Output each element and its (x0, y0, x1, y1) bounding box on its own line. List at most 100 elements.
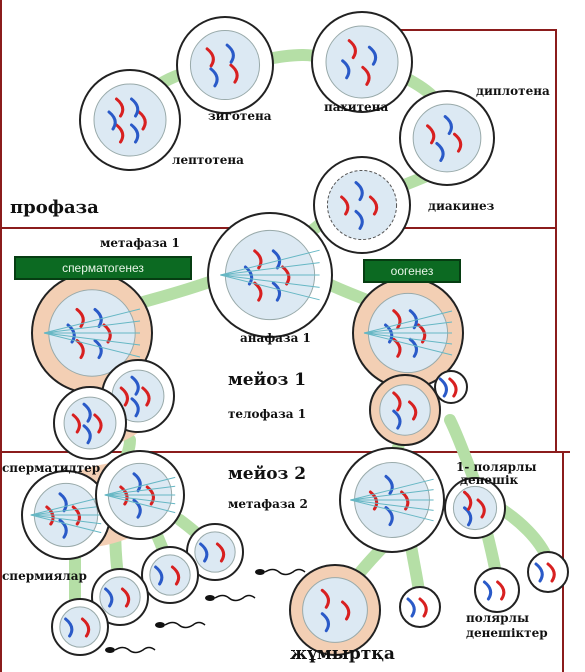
spermatid-1-chromosome-0 (215, 542, 226, 563)
zygotene-cell-chromosome-2 (205, 47, 215, 68)
telophase-1-sperm-b-chromosome-3 (82, 402, 92, 423)
egg-cell-nucleus (302, 577, 368, 643)
anaphase-1-sperm-cell-spindle-3 (43, 332, 141, 346)
first-polar-body-chromosome-2 (463, 490, 473, 511)
pachytene-cell-nucleus (325, 25, 399, 99)
metaphase-2-sperm-a-spindle-4 (30, 514, 102, 534)
label-egg: жұмыртқа (290, 644, 395, 664)
first-polar-body-chromosome-0 (476, 498, 486, 519)
label-leptotene: лептотена (172, 153, 244, 167)
polar-body-3-chromosome-0 (496, 580, 506, 601)
metaphase-2-sperm-a-spindle-3 (30, 514, 102, 525)
polar-body-2-membrane (399, 586, 441, 628)
telophase-1-sperm-b-chromosome-2 (71, 413, 81, 434)
label-polar-bodies-line2: денешіктер (466, 626, 548, 640)
sperm-tail-3 (114, 646, 156, 654)
meiosis-1-title: мейоз 1 (228, 370, 307, 390)
metaphase-2-sperm-a-spindle-0 (30, 496, 102, 516)
telophase-1-polar-body-membrane (434, 370, 468, 404)
anaphase-1-egg-cell-spindle-0 (363, 310, 453, 334)
spermatid-3-nucleus (99, 576, 141, 618)
diplotene-cell-chromosome-2 (426, 124, 436, 145)
polar-body-2-chromosome-1 (406, 597, 416, 618)
spermatid-3-chromosome-0 (120, 587, 131, 608)
telophase-1-polar-body-chromosome-1 (438, 377, 448, 398)
sperm-head-3 (105, 647, 115, 653)
pachytene-cell-chromosome-1 (341, 59, 351, 80)
polar-body-2-chromosome-0 (418, 597, 428, 618)
zygotene-cell-chromosome-1 (209, 67, 219, 88)
metaphase-2-sperm-b-chromosome-3 (132, 472, 142, 493)
telophase-1-egg-chromosome-1 (392, 409, 402, 430)
telophase-1-egg-chromosome-2 (392, 391, 402, 412)
anaphase-1-egg-cell-chromosome-1 (408, 337, 418, 358)
polar-body-3-chromosome-1 (482, 580, 493, 601)
polar-body-4-membrane (527, 551, 569, 593)
leptotene-cell-chromosome-1 (130, 123, 140, 144)
sperm-head-1 (205, 595, 215, 601)
metaphase-1-cell-spindle-1 (220, 262, 320, 276)
metaphase-2-egg-spindle-4 (350, 499, 434, 522)
egg-cell-chromosome-0 (341, 600, 351, 621)
spermatid-3-chromosome-1 (104, 587, 114, 608)
diakinesis-cell-nucleus (326, 169, 398, 241)
egg-cell-chromosome-1 (320, 612, 330, 633)
pachytene-cell-chromosome-2 (347, 39, 357, 60)
label-pachytene: пахитена (324, 100, 389, 114)
metaphase-2-sperm-a-spindle-1 (30, 505, 102, 516)
prophase-title: профаза (10, 197, 99, 218)
zygotene-cell-chromosome-3 (225, 43, 235, 64)
metaphase-1-cell-spindle-3 (220, 274, 320, 288)
anaphase-1-sperm-cell-chromosome-4 (75, 307, 85, 328)
telophase-1-sperm-b-nucleus (63, 396, 117, 450)
telophase-1-sperm-a-chromosome-2 (119, 386, 129, 407)
diplotene-cell-chromosome-0 (452, 132, 463, 153)
metaphase-1-cell-spindle-0 (220, 249, 320, 276)
sperm-tail-2 (164, 621, 206, 629)
label-metaphase-2: метафаза 2 (228, 497, 308, 511)
anaphase-1-egg-cell-spindle-4 (363, 332, 453, 356)
spermatogenesis-box: сперматогенез (14, 256, 192, 280)
diakinesis-cell-chromosome-2 (340, 195, 350, 216)
sperm-tail-0 (264, 568, 306, 576)
spermatid-4-chromosome-1 (64, 617, 74, 638)
metaphase-1-cell-chromosome-5 (271, 249, 282, 270)
diakinesis-cell-chromosome-1 (354, 209, 364, 230)
spermatid-4-nucleus (59, 606, 101, 648)
metaphase-1-cell-chromosome-4 (253, 249, 263, 270)
metaphase-2-egg-spindle-3 (350, 499, 434, 511)
spermatid-2-chromosome-0 (170, 565, 181, 586)
spermatid-1-nucleus (194, 531, 236, 573)
polar-body-4-chromosome-0 (546, 562, 556, 583)
diplotene-cell-chromosome-3 (443, 115, 453, 136)
prophase-frame-left (0, 0, 2, 228)
label-telophase-1: телофаза 1 (228, 407, 307, 421)
sperm-head-0 (255, 569, 265, 575)
telophase-1-sperm-a-chromosome-0 (141, 386, 151, 407)
metaphase-2-egg-spindle-0 (350, 478, 434, 501)
polar-body-4-chromosome-1 (534, 562, 544, 583)
zygotene-cell-nucleus (189, 29, 261, 101)
leptotene-cell-nucleus (93, 83, 167, 157)
label-anaphase-1: анафаза 1 (240, 331, 311, 345)
spermatid-4-chromosome-0 (80, 617, 91, 638)
anaphase-1-sperm-cell-chromosome-5 (93, 307, 103, 328)
label-diplotene: диплотена (476, 84, 550, 98)
telophase-1-sperm-b-chromosome-0 (93, 413, 103, 434)
leptotene-cell-chromosome-2 (115, 123, 125, 144)
oogenesis-box: оогенез (363, 259, 461, 283)
label-diakinesis: диакинез (428, 199, 495, 213)
zygotene-cell-chromosome-0 (229, 63, 239, 84)
anaphase-1-sperm-cell-chromosome-1 (93, 339, 103, 360)
telophase-1-sperm-b-chromosome-1 (82, 424, 92, 445)
metaphase-2-sperm-b-spindle-0 (104, 476, 176, 496)
pachytene-cell-chromosome-0 (361, 65, 371, 86)
spermatid-2-nucleus (149, 554, 191, 596)
label-zygotene: зиготена (208, 109, 272, 123)
first-polar-body-chromosome-1 (463, 506, 473, 527)
metaphase-1-cell-spindle-4 (220, 274, 320, 301)
leptotene-cell-chromosome-0 (137, 110, 147, 131)
diplotene-cell-nucleus (412, 103, 482, 173)
